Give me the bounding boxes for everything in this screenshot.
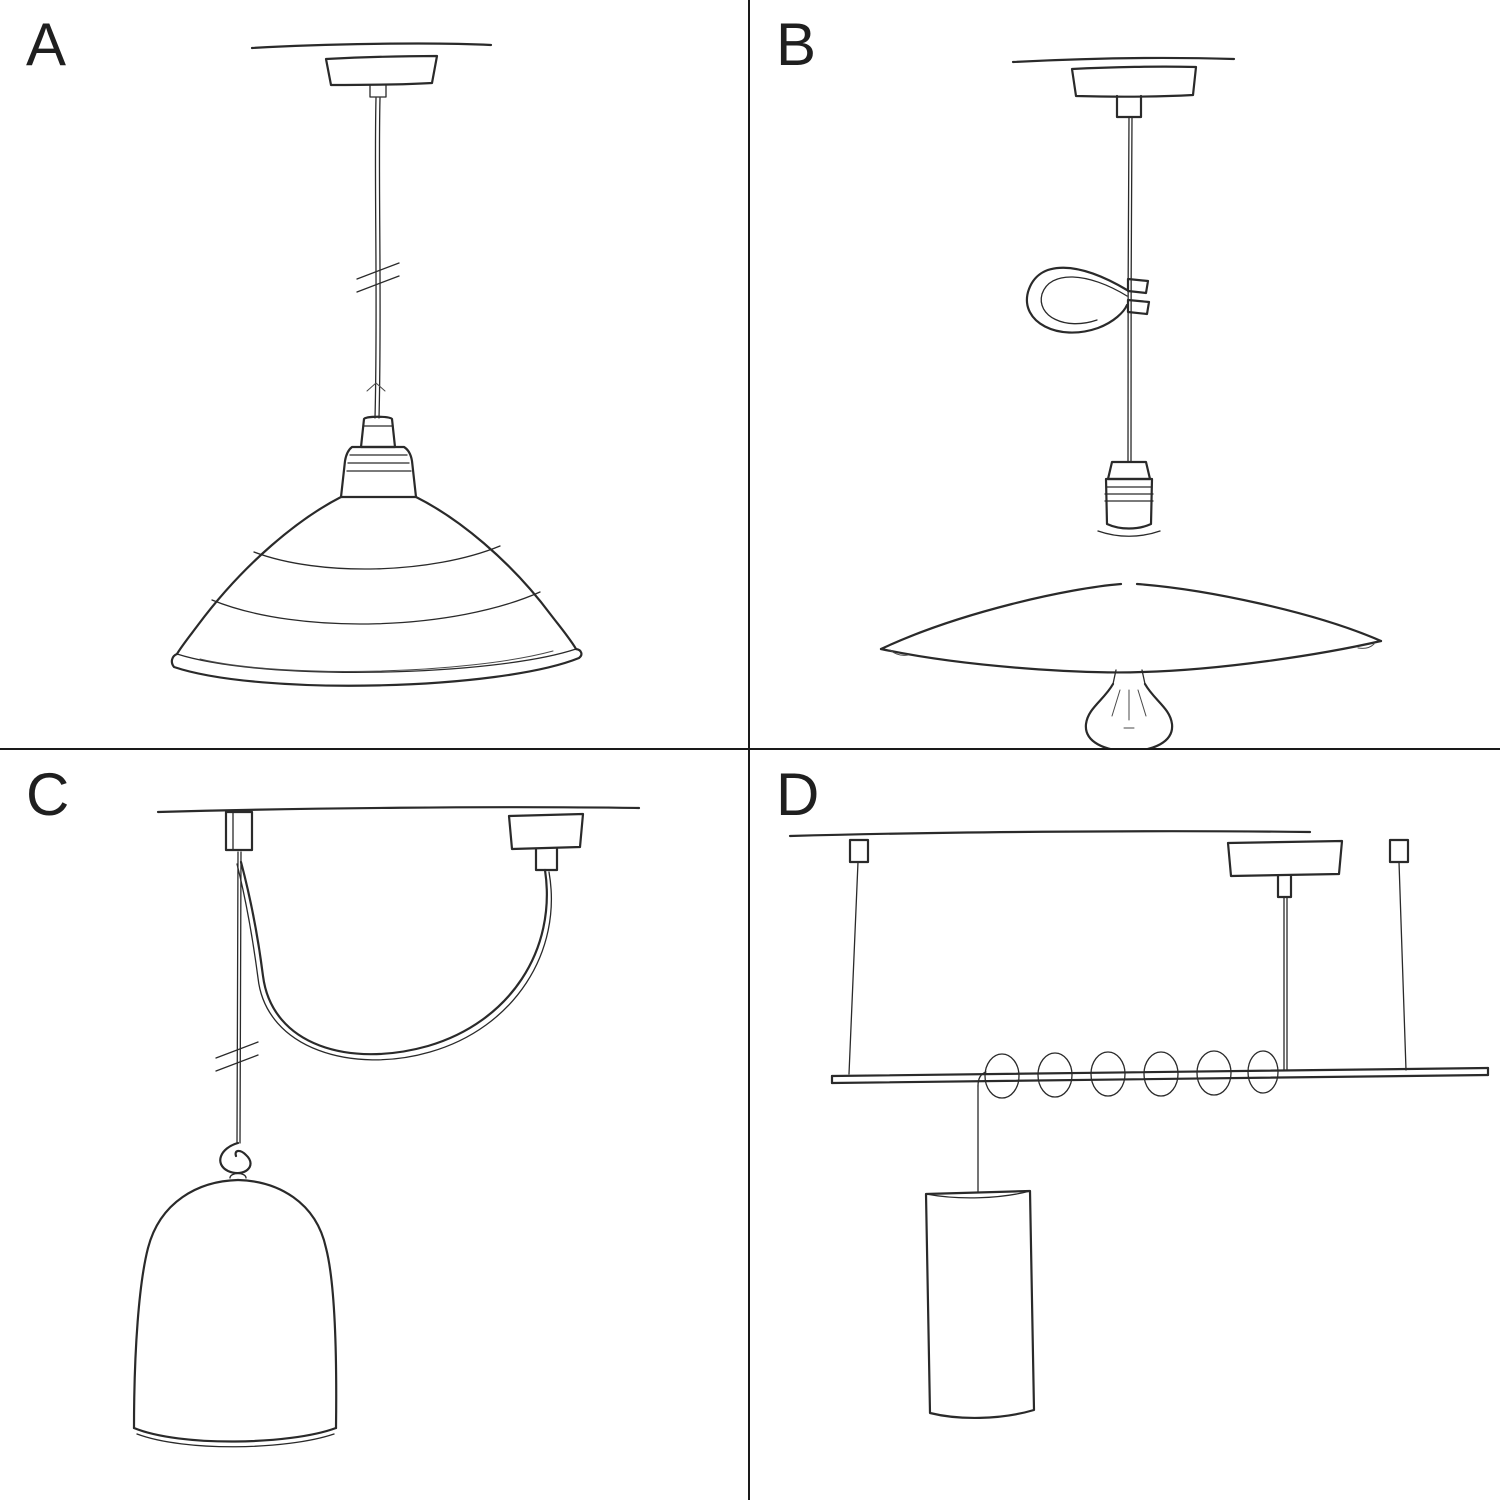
panel-a-label: A: [26, 11, 68, 78]
ceiling-line: [250, 42, 493, 50]
coiled-cable: [977, 1050, 1279, 1099]
ceiling-rose: [507, 812, 585, 872]
lampholder: [339, 415, 418, 499]
ceiling-line: [788, 830, 1312, 838]
cable-loop-clip: [1025, 266, 1151, 334]
panel-d-label: D: [776, 761, 821, 828]
ceiling-line: [156, 806, 641, 814]
pendant-flat-shade-bulb-sketch-icon: [879, 56, 1383, 750]
bar-pendant-coiled-cable-sketch-icon: [788, 830, 1490, 1420]
right-suspension-hanger: [1388, 838, 1410, 1071]
pendant-cable: [356, 97, 400, 419]
horizontal-divider: [0, 748, 1500, 750]
light-bulb: [1084, 669, 1174, 750]
drop-cable: [215, 851, 259, 1144]
panel-d: D: [750, 750, 1500, 1500]
swag-cable: [236, 860, 553, 1061]
ceiling-line: [1011, 56, 1236, 64]
panel-c-label: C: [26, 761, 71, 828]
rose-drop-cable: [1283, 896, 1288, 1071]
ceiling-rose: [324, 54, 439, 98]
cable-knot: [219, 1141, 252, 1179]
ceiling-rose: [1226, 839, 1344, 899]
bell-shade: [132, 1178, 338, 1448]
left-suspension-hanger: [848, 838, 870, 1075]
panel-b: B: [750, 0, 1500, 750]
industrial-bowl-shade: [170, 495, 583, 687]
lampholder: [1097, 460, 1161, 537]
swag-pendant-bell-shade-sketch-icon: [132, 806, 641, 1448]
cylinder-shade: [924, 1189, 1036, 1420]
panel-c: C: [0, 750, 750, 1500]
flat-saucer-shade: [879, 582, 1383, 674]
pendant-cable: [1127, 116, 1133, 463]
ceiling-hook: [224, 810, 254, 852]
panel-b-label: B: [776, 11, 818, 78]
panel-a: A: [0, 0, 750, 750]
horizontal-bar: [830, 1066, 1490, 1085]
vertical-divider: [748, 0, 750, 1500]
pendant-industrial-shade-sketch-icon: [170, 42, 583, 687]
ceiling-rose: [1070, 65, 1198, 119]
